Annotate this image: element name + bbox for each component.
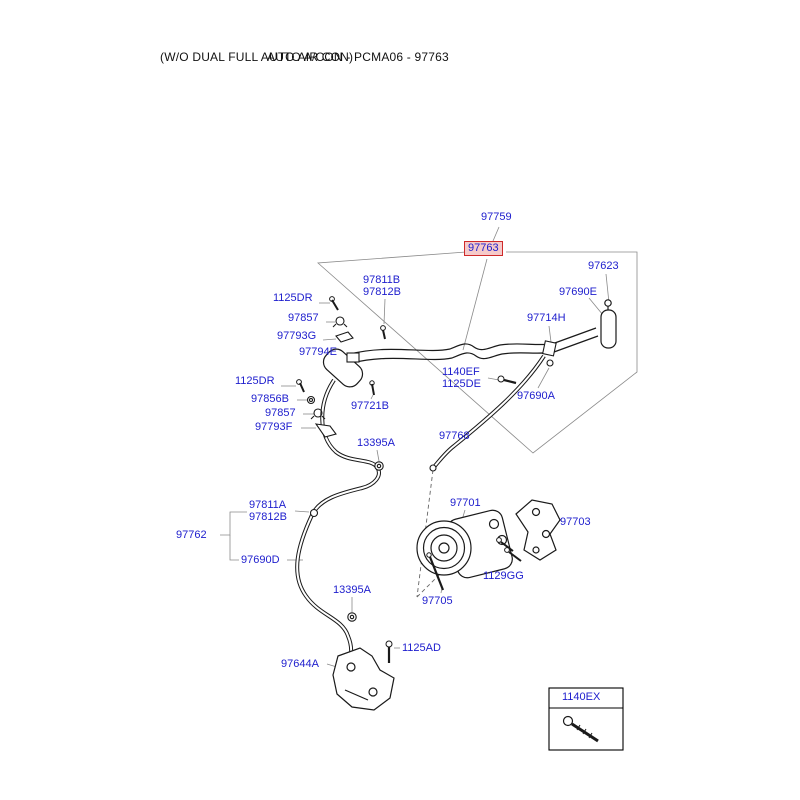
part-label-97811b-3[interactable]: 97811B: [363, 274, 401, 286]
part-label-97721b-16[interactable]: 97721B: [351, 400, 389, 412]
bracket-97793g: [335, 331, 354, 343]
expansion-valve: [542, 340, 557, 357]
discharge-hose: [429, 354, 546, 472]
bolts-1129gg: [496, 537, 522, 562]
part-label-97857-7[interactable]: 97857: [288, 312, 319, 324]
bracket-97793f: [314, 423, 337, 438]
lower-hose-assembly: [295, 508, 354, 663]
bolt-97811b: [380, 325, 386, 340]
bolt-1140ef: [497, 375, 517, 385]
part-label-97793f-18[interactable]: 97793F: [255, 421, 293, 433]
part-label-97812b-22[interactable]: 97812B: [249, 511, 287, 523]
part-label-1125dr-13[interactable]: 1125DR: [235, 375, 275, 387]
bracket-97644a: [332, 647, 395, 711]
inset-box-1140ex: [548, 687, 624, 751]
diagram-title-catalog: AUTO A/CON - PCMA06 - 97763: [267, 50, 449, 64]
part-label-13395a-19[interactable]: 13395A: [357, 437, 395, 449]
part-label-97768-20[interactable]: 97768: [439, 430, 470, 442]
part-label-97857-17[interactable]: 97857: [265, 407, 296, 419]
part-label-97644a-31[interactable]: 97644A: [281, 658, 319, 670]
part-label-97703-24[interactable]: 97703: [560, 516, 591, 528]
grommet-97856b: [306, 395, 316, 405]
receiver-drier: [600, 299, 617, 349]
clamp-97857-top: [332, 316, 348, 328]
fitting-97690a: [546, 359, 554, 367]
clamp-97857-mid: [310, 408, 326, 420]
bracket-97703: [515, 499, 561, 561]
part-label-97762-25[interactable]: 97762: [176, 529, 207, 541]
part-label-97623-2[interactable]: 97623: [588, 260, 619, 272]
part-label-1125dr-6[interactable]: 1125DR: [273, 292, 313, 304]
diagram-header: (W/O DUAL FULL AUTO AIR CON) AUTO A/CON …: [0, 0, 800, 70]
diagram-title-variant: (W/O DUAL FULL AUTO AIR CON): [160, 50, 354, 64]
part-label-97794e-10[interactable]: 97794E: [299, 346, 337, 358]
bolt-1125dr-mid: [296, 379, 305, 393]
part-label-1129gg-27[interactable]: 1129GG: [483, 570, 524, 582]
part-label-1140ef-11[interactable]: 1140EF: [442, 366, 480, 378]
compressor: [416, 509, 513, 579]
part-label-1140ex-32[interactable]: 1140EX: [562, 691, 601, 703]
bolt-1125dr-top: [329, 296, 339, 311]
part-label-97759-0[interactable]: 97759: [481, 211, 512, 223]
part-label-97763-1[interactable]: 97763: [464, 241, 503, 256]
stud-97705: [426, 552, 445, 591]
part-label-97705-29[interactable]: 97705: [422, 595, 453, 607]
part-label-13395a-28[interactable]: 13395A: [333, 584, 371, 596]
part-label-97812b-4[interactable]: 97812B: [363, 286, 401, 298]
part-label-97690e-5[interactable]: 97690E: [559, 286, 597, 298]
bracket-97794e: [346, 352, 360, 363]
part-label-97714h-8[interactable]: 97714H: [527, 312, 566, 324]
part-label-97856b-14[interactable]: 97856B: [251, 393, 289, 405]
stud-97721b: [369, 380, 375, 396]
bolt-1140ex-icon: [562, 715, 599, 743]
bolt-1125ad: [385, 640, 393, 663]
part-label-97690d-26[interactable]: 97690D: [241, 554, 280, 566]
pipe-assembly: [349, 327, 599, 364]
part-label-97811a-21[interactable]: 97811A: [249, 499, 287, 511]
part-label-1125ad-30[interactable]: 1125AD: [402, 642, 441, 654]
nut-13395a-lower: [347, 612, 357, 622]
part-label-97701-23[interactable]: 97701: [450, 497, 481, 509]
part-label-97690a-15[interactable]: 97690A: [517, 390, 555, 402]
nut-13395a-upper: [374, 461, 384, 471]
part-label-97793g-9[interactable]: 97793G: [277, 330, 317, 342]
part-label-1125de-12[interactable]: 1125DE: [442, 378, 481, 390]
